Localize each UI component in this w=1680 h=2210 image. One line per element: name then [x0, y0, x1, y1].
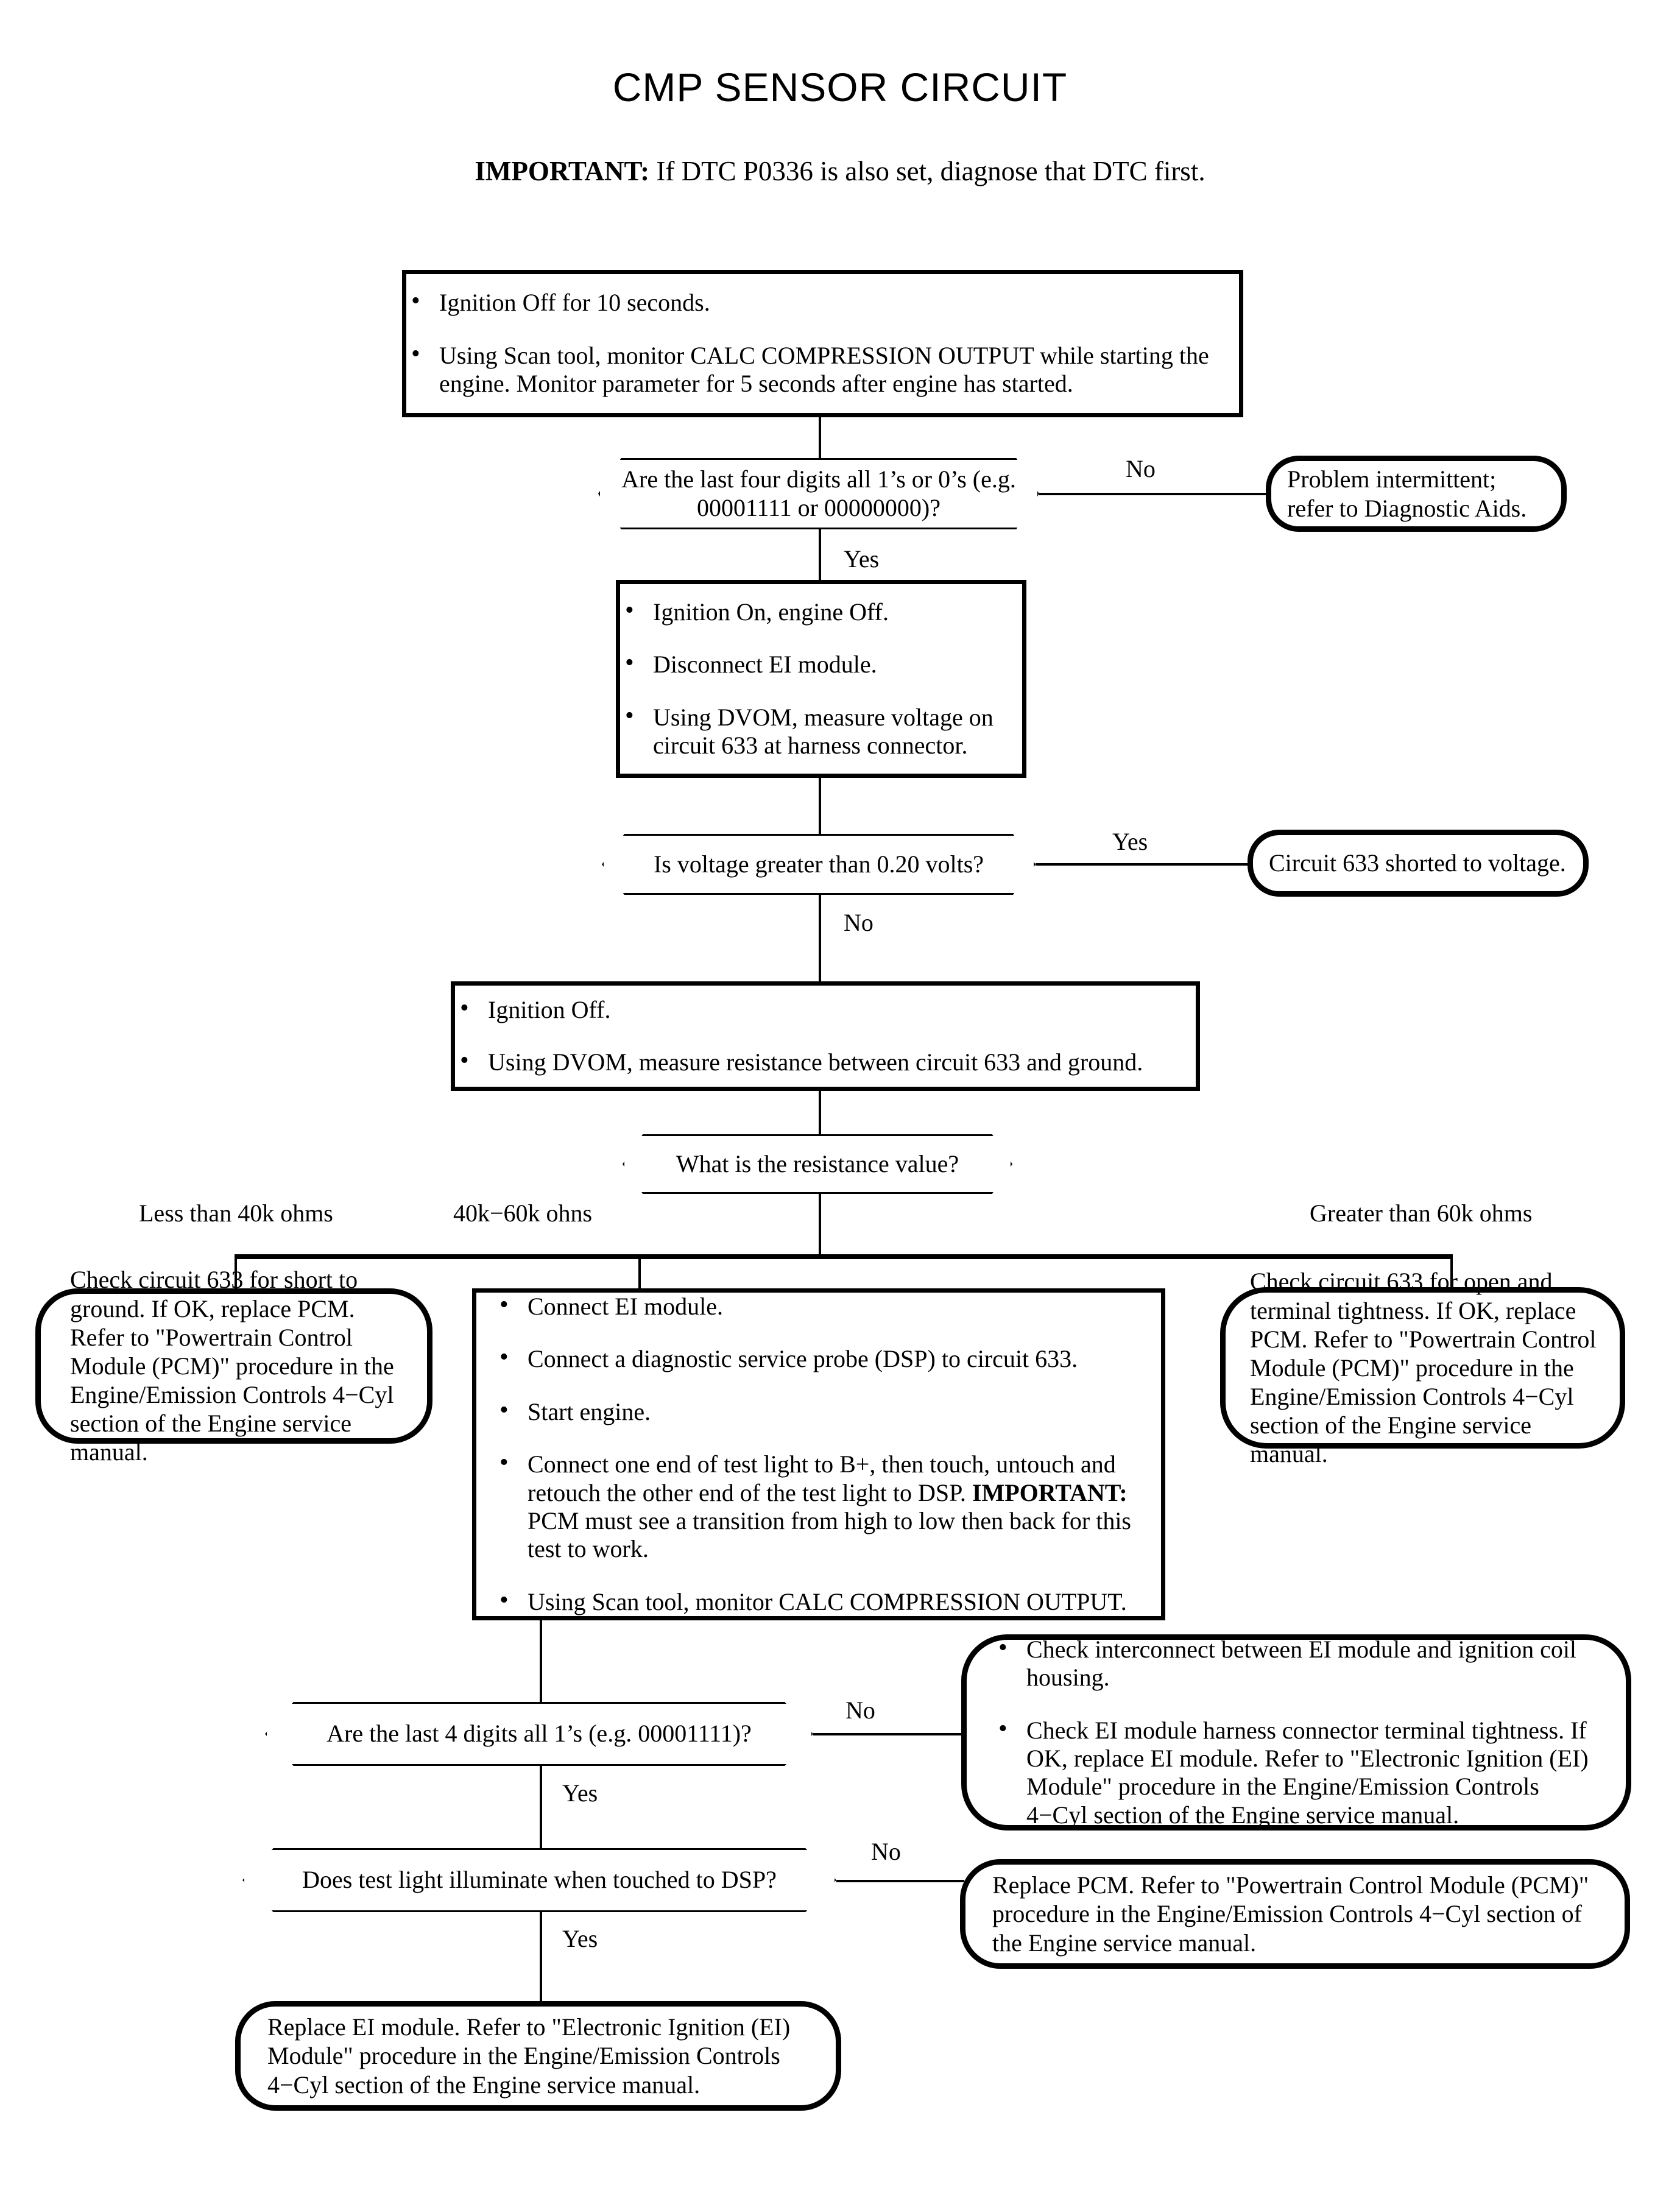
connector-decision1-to-step2 — [819, 529, 821, 580]
terminal-check-short-to-ground: Check circuit 633 for short to ground. I… — [35, 1266, 432, 1466]
list-item: Using Scan tool, monitor CALC COMPRESSIO… — [406, 339, 1239, 398]
connector-decision3-left-drop — [235, 1254, 237, 1290]
list-item: Check interconnect between EI module and… — [994, 1633, 1597, 1692]
list-item: Connect a diagnostic service probe (DSP)… — [495, 1343, 1143, 1373]
terminal-replace-pcm: Replace PCM. Refer to "Powertrain Contro… — [960, 1859, 1630, 1969]
terminal-5-bullets: Check interconnect between EI module and… — [967, 1633, 1626, 1830]
edge-label-decision5-no: No — [871, 1838, 901, 1865]
edge-label-decision2-yes: Yes — [1112, 828, 1148, 855]
branch-label-greater-than-60k: Greater than 60k ohms — [1310, 1199, 1533, 1227]
terminal-6-text: Replace PCM. Refer to "Powertrain Contro… — [992, 1871, 1589, 1957]
connector-decision4-no — [813, 1733, 965, 1735]
decision-3-hexagon: What is the resistance value? — [623, 1134, 1012, 1194]
terminal-7-text: Replace EI module. Refer to "Electronic … — [267, 2013, 791, 2099]
edge-label-decision1-no: No — [1126, 455, 1156, 482]
step-4-important-text: PCM must see a transition from high to l… — [528, 1506, 1131, 1563]
step-4-bullets: Connect EI module. Connect a diagnostic … — [476, 1290, 1161, 1616]
list-item: Check EI module harness connector termin… — [994, 1714, 1597, 1830]
list-item: Ignition On, engine Off. — [620, 596, 1022, 626]
list-item: Using Scan tool, monitor CALC COMPRESSIO… — [495, 1586, 1143, 1616]
step-4-bullet-4-text: Connect one end of test light to B+, the… — [528, 1450, 1116, 1506]
connector-decision5-no — [836, 1880, 964, 1882]
terminal-check-interconnect: Check interconnect between EI module and… — [961, 1633, 1631, 1830]
terminal-4-text: Check circuit 633 for open and terminal … — [1250, 1268, 1597, 1468]
connector-decision3-mid-drop — [638, 1254, 641, 1290]
decision-1-text: Are the last four digits all 1’s or 0’s … — [621, 465, 1016, 521]
edge-label-decision4-yes: Yes — [562, 1779, 598, 1807]
terminal-3-text: Check circuit 633 for short to ground. I… — [70, 1266, 394, 1466]
connector-step2-to-decision2 — [819, 778, 821, 841]
connector-decision1-no — [1039, 493, 1266, 495]
edge-label-decision1-yes: Yes — [844, 545, 880, 573]
connector-decision4-to-decision5 — [540, 1766, 542, 1872]
list-item: Using DVOM, measure resistance between c… — [455, 1046, 1196, 1076]
decision-4-text: Are the last 4 digits all 1’s (e.g. 0000… — [326, 1720, 752, 1748]
connector-decision2-yes — [1036, 863, 1248, 866]
step-2-box: Ignition On, engine Off. Disconnect EI m… — [616, 580, 1026, 778]
connector-step4-to-decision4 — [540, 1620, 542, 1720]
edge-label-decision5-yes: Yes — [562, 1925, 598, 1952]
list-item: Start engine. — [495, 1396, 1143, 1426]
terminal-2-text: Circuit 633 shorted to voltage. — [1269, 849, 1566, 877]
terminal-replace-ei-module: Replace EI module. Refer to "Electronic … — [235, 2001, 841, 2111]
list-item: Connect EI module. — [495, 1290, 1143, 1321]
edge-label-decision2-no: No — [844, 909, 874, 936]
connector-decision5-to-terminal7 — [540, 1912, 542, 2013]
decision-5-hexagon: Does test light illuminate when touched … — [242, 1848, 836, 1912]
page-title: CMP SENSOR CIRCUIT — [612, 65, 1068, 110]
decision-3-text: What is the resistance value? — [676, 1149, 959, 1177]
important-label: IMPORTANT: — [475, 156, 650, 186]
step-4-box: Connect EI module. Connect a diagnostic … — [472, 1288, 1165, 1620]
terminal-problem-intermittent: Problem intermittent; refer to Diagnosti… — [1266, 456, 1567, 532]
important-note: IMPORTANT: If DTC P0336 is also set, dia… — [0, 155, 1680, 187]
decision-2-hexagon: Is voltage greater than 0.20 volts? — [602, 834, 1036, 895]
connector-decision2-to-step3 — [819, 895, 821, 981]
branch-label-less-than-40k: Less than 40k ohms — [139, 1199, 333, 1227]
important-text: If DTC P0336 is also set, diagnose that … — [656, 156, 1205, 186]
step-3-box: Ignition Off. Using DVOM, measure resist… — [451, 981, 1200, 1091]
step-2-bullets: Ignition On, engine Off. Disconnect EI m… — [620, 596, 1022, 760]
list-item: Disconnect EI module. — [620, 648, 1022, 679]
list-item: Ignition Off. — [455, 994, 1196, 1024]
branch-label-40k-60k: 40k−60k ohns — [453, 1199, 593, 1227]
connector-decision3-down — [819, 1194, 821, 1257]
step-4-important-label: IMPORTANT: — [972, 1478, 1128, 1506]
list-item: Ignition Off for 10 seconds. — [406, 286, 1239, 317]
connector-step3-to-decision3 — [819, 1091, 821, 1140]
connector-step1-to-decision1 — [819, 417, 821, 458]
terminal-1-text: Problem intermittent; refer to Diagnosti… — [1287, 465, 1527, 522]
decision-5-text: Does test light illuminate when touched … — [302, 1866, 777, 1894]
terminal-circuit-shorted: Circuit 633 shorted to voltage. — [1248, 830, 1589, 897]
edge-label-decision4-no: No — [845, 1696, 875, 1724]
list-item-with-important: Connect one end of test light to B+, the… — [495, 1448, 1143, 1564]
terminal-check-open-and-tightness: Check circuit 633 for open and terminal … — [1220, 1268, 1625, 1467]
decision-2-text: Is voltage greater than 0.20 volts? — [653, 850, 984, 878]
decision-4-hexagon: Are the last 4 digits all 1’s (e.g. 0000… — [265, 1702, 813, 1766]
list-item: Using DVOM, measure voltage on circuit 6… — [620, 701, 1022, 760]
decision-1-hexagon: Are the last four digits all 1’s or 0’s … — [598, 458, 1039, 529]
connector-decision3-bus — [235, 1254, 1453, 1259]
connector-decision3-right-drop — [1450, 1254, 1453, 1290]
step-3-bullets: Ignition Off. Using DVOM, measure resist… — [455, 994, 1196, 1077]
step-1-bullets: Ignition Off for 10 seconds. Using Scan … — [406, 286, 1239, 398]
step-1-box: Ignition Off for 10 seconds. Using Scan … — [402, 270, 1243, 417]
